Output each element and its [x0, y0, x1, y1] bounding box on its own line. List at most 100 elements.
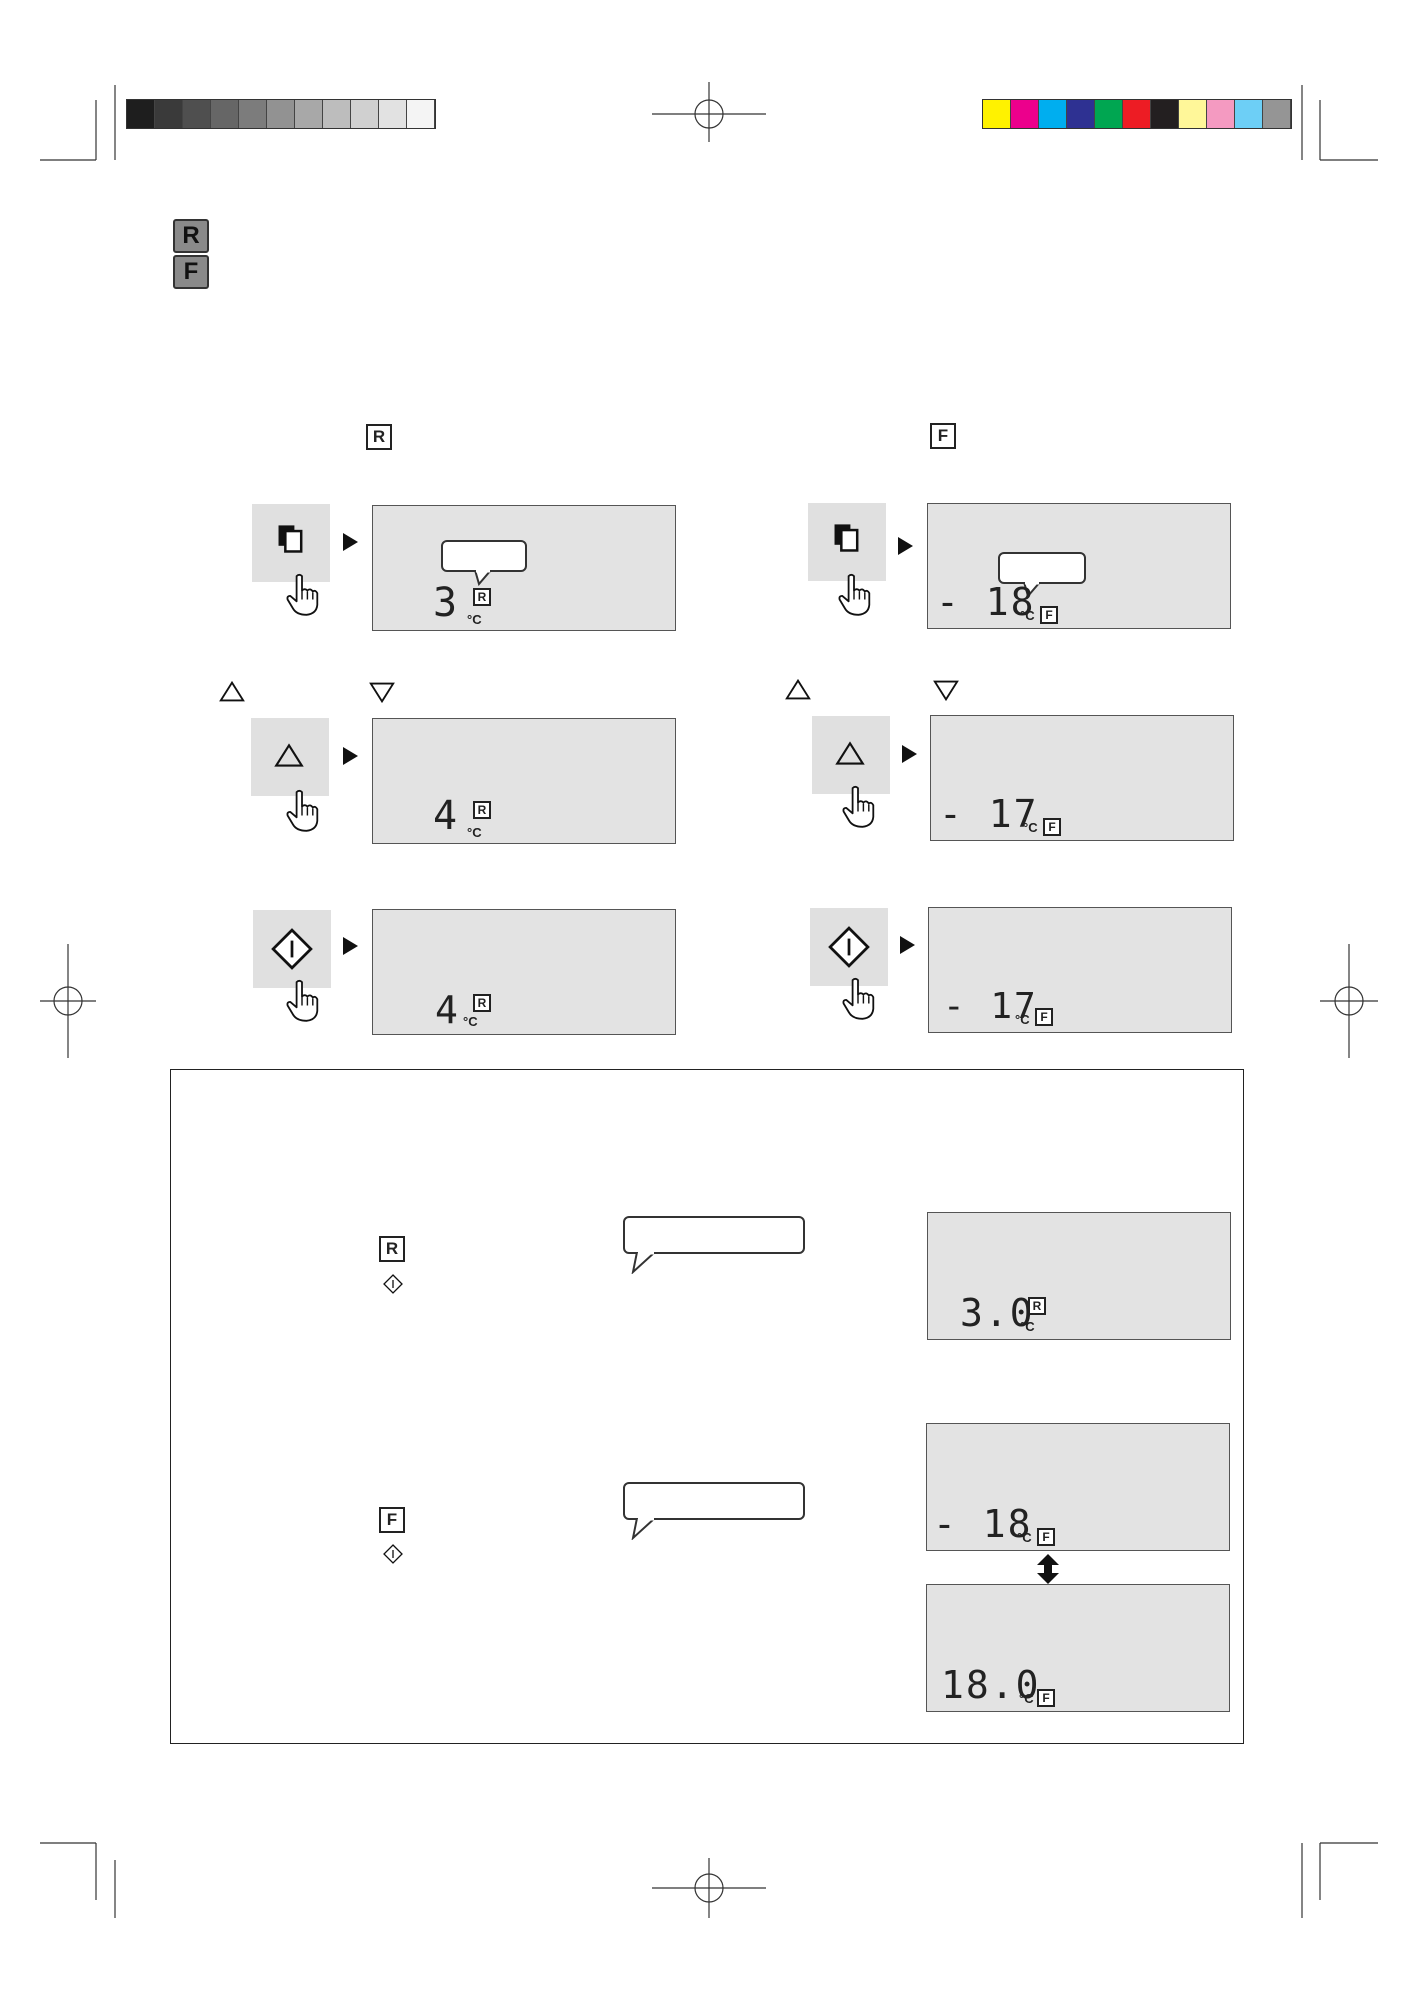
- gray-swatch: [239, 100, 267, 128]
- bubble-tail: [1022, 582, 1042, 598]
- f-step1-speech-bubble: [998, 552, 1086, 584]
- r-step3-display: 4 °C R: [372, 909, 676, 1035]
- freezer-legend-badge: F: [173, 255, 209, 289]
- pointing-hand-icon: [284, 788, 320, 834]
- color-swatch: [1095, 100, 1123, 128]
- bubble-tail: [473, 570, 493, 586]
- pointing-hand-icon: [284, 572, 320, 618]
- play-arrow-icon: [898, 537, 913, 555]
- r-step3-unit: °C: [463, 1014, 478, 1029]
- refrigerator-legend-badge: R: [173, 219, 209, 253]
- mode-button-icon: [830, 521, 864, 555]
- gray-calibration-bar: [126, 99, 436, 129]
- f-step2-temp: - 17: [939, 792, 1039, 836]
- color-swatch: [1151, 100, 1179, 128]
- f-step1-display: - 18 °C F: [927, 503, 1231, 629]
- swap-vertical-arrow-icon: [1037, 1554, 1059, 1584]
- r-step2-badge: R: [473, 801, 491, 819]
- play-arrow-icon: [902, 745, 917, 763]
- box-r-display: 3.0 °C R: [927, 1212, 1231, 1340]
- freezer-section-badge: F: [930, 423, 956, 449]
- gray-swatch: [407, 100, 435, 128]
- box-f-badge: F: [379, 1507, 405, 1533]
- play-arrow-icon: [900, 936, 915, 954]
- gray-swatch: [267, 100, 295, 128]
- gray-swatch: [155, 100, 183, 128]
- start-diamond-icon: [383, 1274, 403, 1294]
- r-step2-display: 4 °C R: [372, 718, 676, 844]
- r-step1-temp: 3: [433, 580, 460, 626]
- box-f-temp-a: - 18: [933, 1502, 1033, 1546]
- box-r-badge: R: [379, 1236, 405, 1262]
- gray-swatch: [211, 100, 239, 128]
- f-step2-display: - 17 °C F: [930, 715, 1234, 841]
- gray-swatch: [127, 100, 155, 128]
- start-diamond-icon: [383, 1544, 403, 1564]
- up-triangle-icon: [218, 678, 246, 706]
- start-diamond-icon: [828, 926, 870, 968]
- refrigerator-section-badge: R: [366, 424, 392, 450]
- mode-button-icon: [274, 522, 308, 556]
- gray-swatch: [351, 100, 379, 128]
- r-up-button[interactable]: [251, 718, 329, 796]
- down-triangle-icon: [368, 678, 396, 706]
- r-step2-unit: °C: [467, 825, 482, 840]
- gray-swatch: [323, 100, 351, 128]
- up-triangle-icon: [784, 676, 812, 704]
- gray-swatch: [379, 100, 407, 128]
- f-step3-display: - 17 °C F: [928, 907, 1232, 1033]
- r-step1-badge: R: [473, 588, 491, 606]
- note-box: R 3.0 °C R F - 18 °C F 18.0 °C F: [170, 1069, 1244, 1744]
- r-step1-display: 3 °C R: [372, 505, 676, 631]
- color-swatch: [1235, 100, 1263, 128]
- box-f-display-b-badge: F: [1037, 1689, 1055, 1707]
- f-step1-temp: - 18: [936, 580, 1036, 624]
- r-step2-temp: 4: [433, 793, 460, 839]
- f-step1-unit: °C: [1020, 608, 1035, 623]
- play-arrow-icon: [343, 747, 358, 765]
- bubble-tail: [631, 1252, 657, 1274]
- color-swatch: [1039, 100, 1067, 128]
- color-swatch: [1263, 100, 1291, 128]
- box-r-temp: 3.0: [960, 1291, 1035, 1335]
- f-step3-temp: - 17: [943, 986, 1038, 1027]
- f-step2-unit: °C: [1023, 820, 1038, 835]
- start-diamond-icon: [271, 928, 313, 970]
- pointing-hand-icon: [284, 978, 320, 1024]
- pointing-hand-icon: [840, 976, 876, 1022]
- up-triangle-icon: [273, 740, 305, 772]
- box-r-display-badge: R: [1028, 1297, 1046, 1315]
- color-swatch: [1179, 100, 1207, 128]
- bubble-tail: [631, 1518, 657, 1540]
- r-step3-temp: 4: [435, 988, 460, 1032]
- box-f-unit-b: °C: [1019, 1691, 1034, 1706]
- color-swatch: [1207, 100, 1235, 128]
- r-start-button[interactable]: [253, 910, 331, 988]
- r-step3-badge: R: [473, 994, 491, 1012]
- box-r-speech-bubble: [623, 1216, 805, 1254]
- r-step1-unit: °C: [467, 612, 482, 627]
- color-calibration-bar: [982, 99, 1292, 129]
- up-triangle-icon: [834, 738, 866, 770]
- f-step3-badge: F: [1035, 1008, 1053, 1026]
- play-arrow-icon: [343, 533, 358, 551]
- f-step2-badge: F: [1043, 818, 1061, 836]
- pointing-hand-icon: [840, 784, 876, 830]
- box-r-unit: °C: [1020, 1319, 1035, 1334]
- pointing-hand-icon: [836, 572, 872, 618]
- box-f-unit-a: °C: [1017, 1530, 1032, 1545]
- box-f-display-a: - 18 °C F: [926, 1423, 1230, 1551]
- color-swatch: [1123, 100, 1151, 128]
- box-f-temp-b: 18.0: [941, 1663, 1041, 1707]
- f-start-button[interactable]: [810, 908, 888, 986]
- box-f-display-b: 18.0 °C F: [926, 1584, 1230, 1712]
- down-triangle-icon: [932, 676, 960, 704]
- f-mode-button[interactable]: [808, 503, 886, 581]
- r-mode-button[interactable]: [252, 504, 330, 582]
- f-up-button[interactable]: [812, 716, 890, 794]
- color-swatch: [1067, 100, 1095, 128]
- f-step3-unit: °C: [1015, 1012, 1030, 1027]
- gray-swatch: [295, 100, 323, 128]
- f-step1-badge: F: [1040, 606, 1058, 624]
